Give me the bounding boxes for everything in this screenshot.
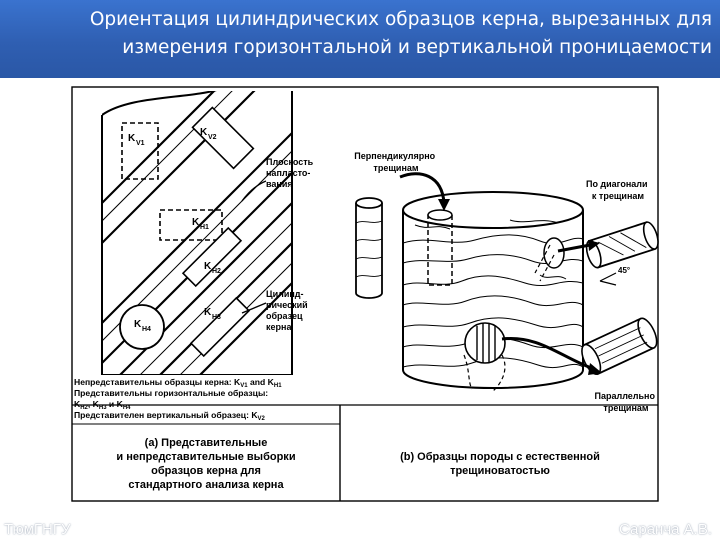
parallel-hole xyxy=(464,322,506,364)
label-kh3: K xyxy=(204,307,212,318)
footer-right: Саранча А.В. xyxy=(619,521,712,538)
svg-text:и непредставительные выборки: и непредставительные выборки xyxy=(116,451,295,463)
svg-text:стандартного анализа керна: стандартного анализа керна xyxy=(128,479,284,491)
panel-b-caption: (b) Образцы породы с естественной трещин… xyxy=(400,451,600,477)
label-kh2-sub: H2 xyxy=(212,268,221,275)
svg-text:(b) Образцы породы с естествен: (b) Образцы породы с естественной xyxy=(400,451,600,463)
slide-title-line-1: Ориентация цилиндрических образцов керна… xyxy=(89,9,712,30)
label-kh1-sub: H1 xyxy=(200,224,209,231)
sample-kv1 xyxy=(121,122,159,180)
footer-left: ТюмГНГУ xyxy=(4,521,71,538)
sample-kh4 xyxy=(119,304,165,350)
label-kv2-sub: V2 xyxy=(208,134,217,141)
bedding-leader xyxy=(241,180,267,202)
angle-label: 45° xyxy=(618,266,630,275)
sample-kv2 xyxy=(191,106,255,170)
panel-a-caption: (а) Представительные и непредставительны… xyxy=(116,437,295,491)
title-bar: Ориентация цилиндрических образцов керна… xyxy=(0,0,720,78)
parallel-sample xyxy=(581,317,658,376)
diagonal-hole xyxy=(543,237,565,269)
diagonal-arrow xyxy=(557,243,591,253)
note-line-3: KH2, KH3 и KH4 xyxy=(74,399,131,411)
label-kh2: K xyxy=(204,261,212,272)
slide-title: Ориентация цилиндрических образцов керна… xyxy=(0,6,712,62)
fractured-rock-cylinder xyxy=(402,191,584,392)
svg-text:трещиноватостью: трещиноватостью xyxy=(450,465,550,477)
parallel-label: Параллельно трещинам xyxy=(595,391,658,413)
label-kv1: K xyxy=(128,133,136,144)
cyl-sample-leader xyxy=(241,302,267,314)
label-kv1-sub: V1 xyxy=(136,140,145,147)
label-kh4: K xyxy=(134,319,142,330)
note-line-1: Непредставительны образцы керна: KV1 and… xyxy=(74,377,282,389)
note-line-4: Представителен вертикальный образец: KV2 xyxy=(74,410,266,422)
core-sample-figure: K V1 K V2 K H1 K H2 K H3 K H4 Плоскость … xyxy=(71,86,659,502)
note-line-2: Представительны горизонтальные образцы: xyxy=(74,388,268,398)
figure-frame xyxy=(71,86,659,502)
perpendicular-sample xyxy=(355,197,383,299)
parallel-arrow xyxy=(501,337,595,371)
slide-title-line-2: измерения горизонтальной и вертикальной … xyxy=(122,37,712,58)
bedding-plane-label: Плоскость напласто- вания xyxy=(266,157,316,189)
label-kh3-sub: H3 xyxy=(212,314,221,321)
core-outline xyxy=(102,91,292,375)
panel-a-notes: Непредставительны образцы керна: KV1 and… xyxy=(74,377,282,422)
svg-text:(а) Представительные: (а) Представительные xyxy=(145,437,268,449)
label-kv2: K xyxy=(200,127,208,138)
svg-text:образцов керна для: образцов керна для xyxy=(151,465,261,477)
cylindrical-sample-label: Цилинд- рический образец керна xyxy=(266,289,310,332)
perpendicular-label: Перпендикулярно трещинам xyxy=(354,151,437,173)
sample-kh1 xyxy=(159,209,223,241)
fracture-lines xyxy=(403,219,583,369)
sample-kh3 xyxy=(189,296,251,358)
diagonal-label: По диагонали к трещинам xyxy=(586,179,650,201)
sample-kh2 xyxy=(181,226,243,288)
perpendicular-arrow xyxy=(399,172,446,204)
label-kh1: K xyxy=(192,217,200,228)
label-kh4-sub: H4 xyxy=(142,326,151,333)
